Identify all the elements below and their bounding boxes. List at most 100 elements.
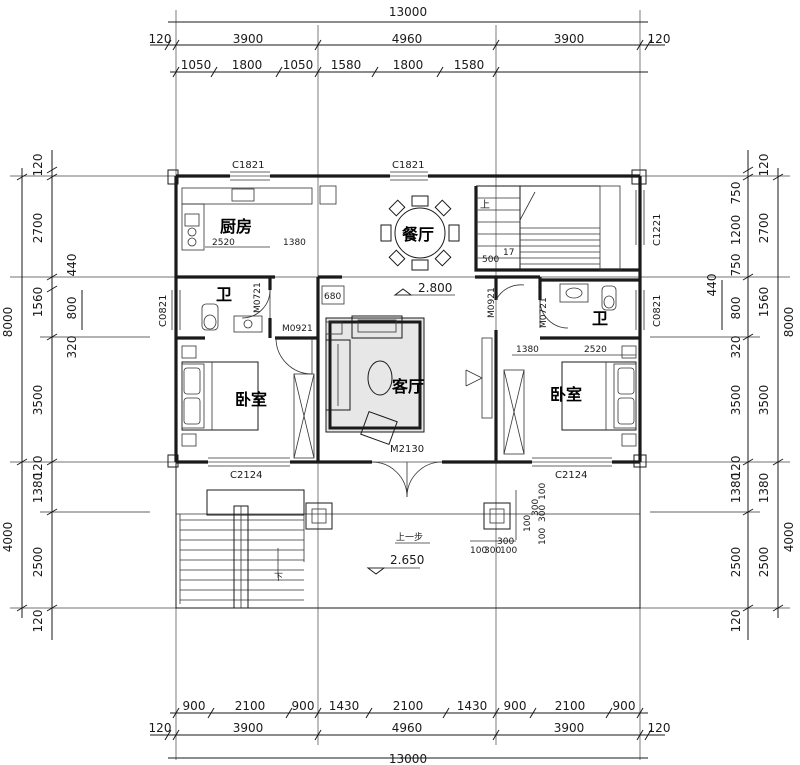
tag-window-c1221: C1221 bbox=[652, 214, 663, 246]
room-label-dining: 餐厅 bbox=[401, 225, 434, 244]
dim-top-r1-3: 3900 bbox=[554, 32, 585, 46]
level-marker-porch bbox=[366, 567, 386, 575]
dim-col-300-a: 300 bbox=[531, 499, 541, 516]
dim-right-8: 120 bbox=[729, 456, 743, 479]
dim-top-r2-2: 1050 bbox=[283, 58, 314, 72]
top-dimensions: 13000 120 3900 4960 3900 120 1050 1800 1… bbox=[149, 5, 671, 78]
dim-right-o-2: 3500 bbox=[757, 385, 771, 416]
door-swing-right-hall bbox=[495, 284, 525, 301]
dim-top-r1-0: 120 bbox=[149, 32, 172, 46]
toilet-bowl bbox=[603, 295, 615, 309]
washbasin-icon bbox=[233, 315, 263, 333]
tag-door-m0721-right: M0721 bbox=[539, 297, 549, 328]
porch-up-step-note: 上一步 bbox=[396, 532, 423, 543]
dim-right-0: 120 bbox=[757, 154, 771, 177]
sofa-top bbox=[351, 315, 403, 339]
dim-right-total-a: 8000 bbox=[782, 307, 796, 338]
dim-top-r1-4: 120 bbox=[648, 32, 671, 46]
burner-icon bbox=[187, 227, 197, 237]
bath-left: 卫 M0721 M0921 C0821 bbox=[158, 282, 313, 334]
wardrobe-left bbox=[293, 373, 315, 459]
coffee-table bbox=[367, 360, 393, 396]
kitchen-counter bbox=[181, 187, 313, 205]
interior-walls bbox=[176, 186, 640, 462]
dim-bot-r1-3: 1430 bbox=[329, 699, 360, 713]
dim-bot-r1-7: 2100 bbox=[555, 699, 586, 713]
dim-right-10: 2500 bbox=[729, 547, 743, 578]
kitchen-sink bbox=[231, 188, 255, 202]
room-label-bath-right: 卫 bbox=[592, 309, 608, 328]
dim-top-r2-0: 1050 bbox=[181, 58, 212, 72]
tv-cabinet bbox=[481, 337, 493, 419]
dim-right-2: 1200 bbox=[729, 215, 743, 246]
stair-up-note: 上 bbox=[480, 199, 490, 211]
tag-window-c0821-right: C0821 bbox=[652, 295, 663, 327]
dim-left-800: 800 bbox=[65, 297, 79, 320]
nightstand-icon bbox=[181, 433, 197, 447]
dim-top-r1-2: 4960 bbox=[392, 32, 423, 46]
stair-landing bbox=[599, 185, 621, 271]
bed-headboard bbox=[181, 363, 205, 429]
dim-left-0: 120 bbox=[31, 154, 45, 177]
dim-left-8: 2500 bbox=[31, 547, 45, 578]
tag-window-c1821-left: C1821 bbox=[232, 160, 264, 171]
dim-bot-total: 13000 bbox=[389, 752, 427, 765]
burner-icon bbox=[187, 237, 197, 247]
tag-door-m0721-left: M0721 bbox=[253, 282, 263, 313]
dim-left-9: 120 bbox=[31, 610, 45, 633]
nightstand-icon bbox=[621, 345, 637, 359]
dim-right-o-1: 1560 bbox=[757, 287, 771, 318]
dim-left-total-a: 8000 bbox=[1, 307, 15, 338]
dim-col-100-a: 100 bbox=[538, 483, 548, 500]
dim-top-r2-3: 1580 bbox=[331, 58, 362, 72]
tag-door-m0921-left: M0921 bbox=[282, 324, 313, 334]
dim-right-9: 1380 bbox=[729, 473, 743, 504]
level-marker-main bbox=[393, 288, 413, 296]
dim-left-6: 120 bbox=[31, 456, 45, 479]
dim-680: 680 bbox=[324, 292, 341, 302]
porch-column-right bbox=[483, 502, 511, 530]
bedroom-right: 卧室 1380 2520 C2124 bbox=[503, 345, 637, 481]
corner-column-bl bbox=[167, 454, 179, 468]
dining-chairs bbox=[380, 195, 460, 271]
tag-window-c1821-mid: C1821 bbox=[392, 160, 424, 171]
tag-window-c2124-right: C2124 bbox=[555, 470, 587, 481]
tag-door-m2130: M2130 bbox=[390, 444, 424, 455]
dim-top-r1-1: 3900 bbox=[233, 32, 264, 46]
dim-bot-r2-0: 120 bbox=[149, 721, 172, 735]
bath-right: 卫 M0921 M0721 C0821 C1221 bbox=[487, 214, 663, 329]
dim-right-2520: 2520 bbox=[584, 345, 607, 355]
toilet-icon bbox=[601, 285, 617, 311]
dim-left-total-b: 4000 bbox=[1, 522, 15, 553]
niche-680 bbox=[321, 285, 345, 305]
porch-stair-top bbox=[206, 489, 305, 516]
rear-stair: 上 17 500 bbox=[476, 185, 621, 271]
toilet-icon bbox=[201, 303, 219, 331]
door-swing-bedroom-left bbox=[275, 337, 313, 375]
dim-stair-17: 17 bbox=[503, 248, 514, 258]
rug-border bbox=[328, 320, 422, 430]
armchair bbox=[360, 410, 398, 446]
dim-right-4: 440 bbox=[705, 274, 719, 297]
axis-lines bbox=[10, 10, 790, 760]
nightstand-icon bbox=[621, 433, 637, 447]
wardrobe-right bbox=[503, 369, 525, 455]
dim-col-300-c: 300 bbox=[497, 537, 514, 547]
dim-right-o-4: 2500 bbox=[757, 547, 771, 578]
porch-stair-down-note: 下 bbox=[274, 573, 283, 583]
sofa-left bbox=[325, 339, 351, 411]
nightstand-icon bbox=[181, 345, 197, 359]
dim-top-r2-4: 1800 bbox=[393, 58, 424, 72]
dim-bot-r1-0: 900 bbox=[183, 699, 206, 713]
door-swing-main-left bbox=[371, 461, 408, 498]
dim-bot-r2-2: 4960 bbox=[392, 721, 423, 735]
room-label-kitchen: 厨房 bbox=[220, 217, 252, 236]
dim-bot-r1-2: 900 bbox=[292, 699, 315, 713]
bed-headboard bbox=[613, 363, 637, 429]
room-label-bedroom-left: 卧室 bbox=[235, 390, 267, 409]
dim-bot-r1-4: 2100 bbox=[393, 699, 424, 713]
bedroom-left: 卧室 C2124 bbox=[181, 337, 315, 481]
room-label-living: 客厅 bbox=[392, 377, 424, 396]
dim-col-300-b: 300 bbox=[538, 505, 548, 522]
